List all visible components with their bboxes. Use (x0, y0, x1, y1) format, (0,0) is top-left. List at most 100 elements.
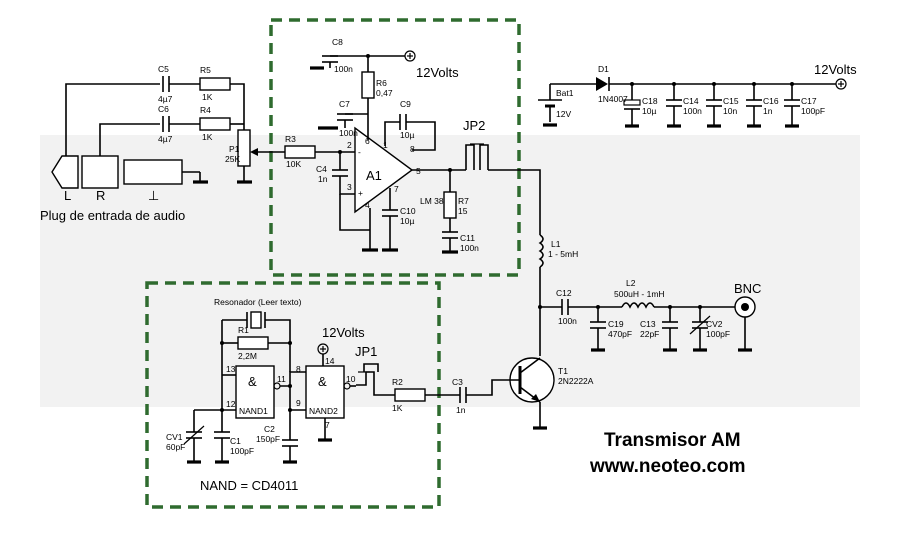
label-t1: T1 (558, 366, 568, 376)
label-r7: R7 (458, 196, 469, 206)
value-r2: 1K (392, 403, 403, 413)
label-c15: C15 (723, 96, 739, 106)
value-l1: 1 - 5mH (548, 249, 578, 259)
resistor-r2 (394, 388, 426, 402)
value-c6: 4µ7 (158, 134, 173, 144)
plug-right-label: R (96, 188, 105, 203)
label-l1: L1 (551, 239, 561, 249)
value-c2: 150pF (256, 434, 280, 444)
supply-battery-label: 12Volts (814, 62, 857, 77)
label-c8: C8 (332, 37, 343, 47)
inductor-l2 (621, 302, 655, 309)
value-c10: 10µ (400, 216, 414, 226)
value-c3: 1n (456, 405, 466, 415)
value-c12: 100n (558, 316, 577, 326)
pin-a1-6: 6 (365, 136, 370, 146)
capacitor-c13 (662, 307, 678, 352)
capacitor-c17 (784, 82, 800, 128)
pin-a1-3: 3 (347, 182, 352, 192)
value-t1: 2N2222A (558, 376, 594, 386)
supply-top-label: 12Volts (416, 65, 459, 80)
label-d1: D1 (598, 64, 609, 74)
value-c1: 100pF (230, 446, 254, 456)
resistor-r1 (237, 336, 269, 350)
label-nand2: NAND2 (309, 406, 338, 416)
value-c8: 100n (334, 64, 353, 74)
value-c19: 470pF (608, 329, 632, 339)
pin-a1-2: 2 (347, 140, 352, 150)
label-c1: C1 (230, 436, 241, 446)
label-c9: C9 (400, 99, 411, 109)
plug-left-label: L (64, 188, 71, 203)
resonator-label: Resonador (Leer texto) (214, 297, 302, 307)
label-c17: C17 (801, 96, 817, 106)
capacitor-c16 (746, 82, 762, 128)
resistor-r7 (443, 191, 457, 219)
value-r6: 0,47 (376, 88, 393, 98)
nand-note: NAND = CD4011 (200, 478, 298, 493)
label-c5: C5 (158, 64, 169, 74)
pin-n2-7: 7 (325, 420, 330, 430)
label-r4: R4 (200, 105, 211, 115)
label-c3: C3 (452, 377, 463, 387)
pin-n2-8: 8 (296, 364, 301, 374)
audio-plug (51, 155, 208, 189)
inductor-l1 (538, 234, 544, 268)
value-r3: 10K (286, 159, 301, 169)
amplifier-a1 (354, 126, 414, 214)
pin-n2-10: 10 (346, 374, 356, 384)
label-jp2: JP2 (463, 118, 485, 133)
capacitor-c6 (162, 116, 170, 132)
value-r5: 1K (202, 92, 213, 102)
nand-gate-2 (305, 365, 345, 419)
capacitor-c15 (706, 82, 722, 128)
label-r3: R3 (285, 134, 296, 144)
value-c4: 1n (318, 174, 328, 184)
value-r1: 2,2M (238, 351, 257, 361)
value-c15: 10n (723, 106, 737, 116)
label-cv1: CV1 (166, 432, 183, 442)
value-c9: 10µ (400, 130, 414, 140)
amp-plus: + (358, 188, 363, 198)
value-cv1: 60pF (166, 442, 185, 452)
nand2-symbol: & (318, 374, 327, 389)
plug-ground-label: ⊥ (148, 188, 159, 203)
value-bat1: 12V (556, 109, 571, 119)
label-c4: C4 (316, 164, 327, 174)
variable-capacitor-cv2 (689, 307, 711, 352)
label-c10: C10 (400, 206, 416, 216)
label-r2: R2 (392, 377, 403, 387)
pin-a1-8: 8 (410, 144, 415, 154)
label-cv2: CV2 (706, 319, 723, 329)
resistor-r3 (284, 145, 316, 159)
label-c2: C2 (264, 424, 275, 434)
label-a1: A1 (366, 168, 382, 183)
resistor-r5 (199, 77, 231, 91)
value-c14: 100n (683, 106, 702, 116)
capacitor-c19 (590, 307, 606, 352)
label-l2: L2 (626, 278, 636, 288)
value-l2: 500uH - 1mH (614, 289, 665, 299)
nand1-symbol: & (248, 374, 257, 389)
pin-n2-14: 14 (325, 356, 335, 366)
pin-n1-12: 12 (226, 399, 236, 409)
label-c19: C19 (608, 319, 624, 329)
label-c6: C6 (158, 104, 169, 114)
label-bnc: BNC (734, 281, 761, 296)
value-c7: 100n (339, 128, 358, 138)
label-jp1: JP1 (355, 344, 377, 359)
value-d1: 1N4007 (598, 94, 628, 104)
value-c17: 100pF (801, 106, 825, 116)
value-c5: 4µ7 (158, 94, 173, 104)
pin-n1-11: 11 (277, 374, 286, 384)
resistor-r4 (199, 117, 231, 131)
label-r6: R6 (376, 78, 387, 88)
label-c13: C13 (640, 319, 656, 329)
value-r7: 15 (458, 206, 468, 216)
resistor-r6 (361, 71, 375, 99)
value-p1: 25K (225, 154, 240, 164)
value-c18: 10µ (642, 106, 656, 116)
value-c13: 22pF (640, 329, 659, 339)
website-label: www.neoteo.com (589, 456, 746, 477)
